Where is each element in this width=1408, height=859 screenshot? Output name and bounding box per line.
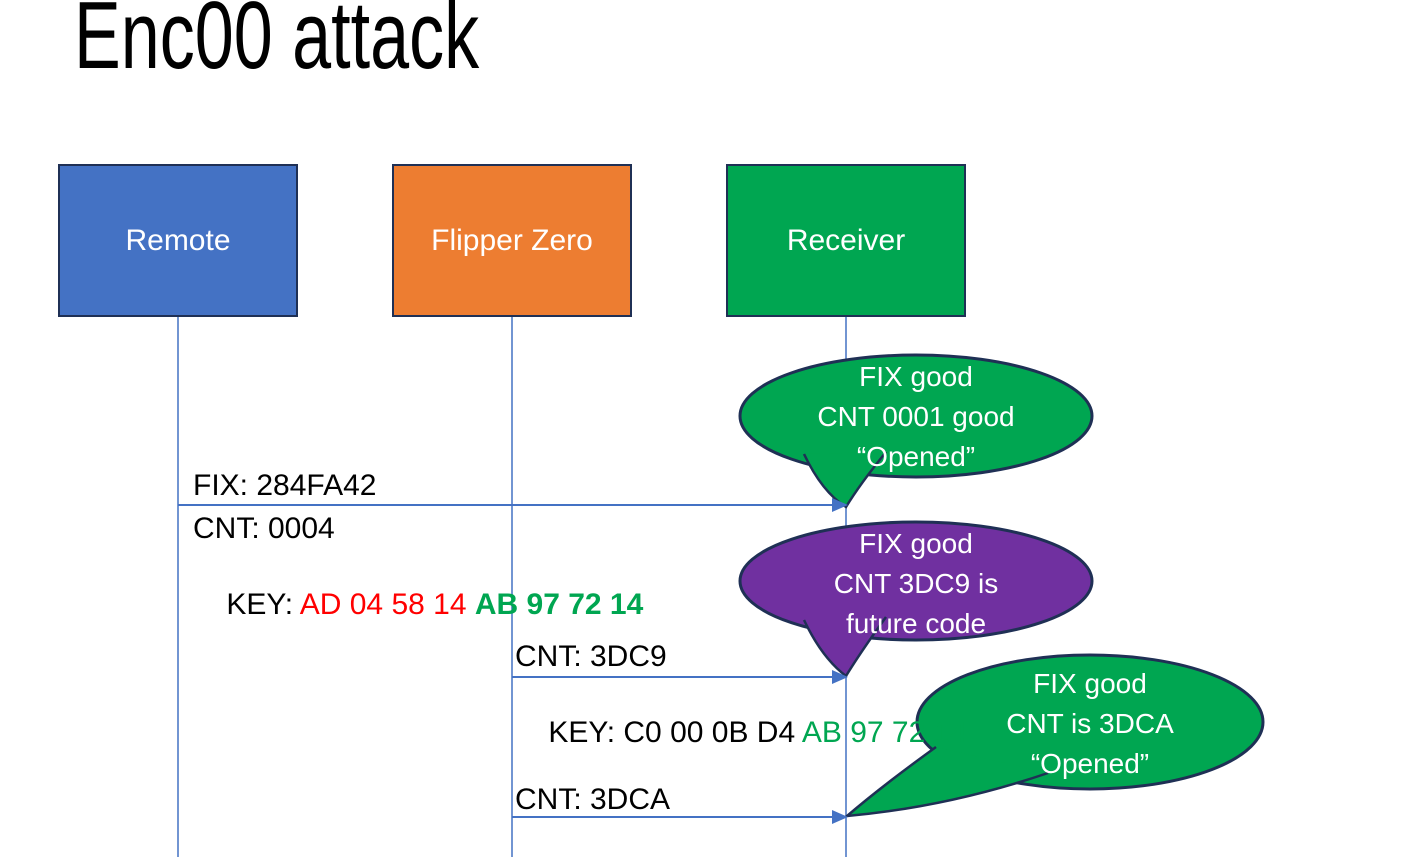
callout-tail-3 <box>843 745 1049 818</box>
callout-text-opened-2: FIX good CNT is 3DCA “Opened” <box>915 664 1265 784</box>
actor-box-receiver: Receiver <box>726 164 966 317</box>
callout-line: FIX good <box>1033 668 1147 699</box>
key-fixed-part: AB 97 72 14 <box>801 716 967 749</box>
callout-line: CNT 0001 good <box>817 401 1015 432</box>
message-cnt-3dca: CNT: 3DCA <box>515 783 671 816</box>
arrowhead-flipper-to-receiver-2 <box>832 810 848 824</box>
callout-line: “Opened” <box>856 441 976 472</box>
actor-box-flipper-zero: Flipper Zero <box>392 164 632 317</box>
message-key-flipper-2: KEY: C0 02 8A 33 AB 97 72 14 <box>515 817 960 859</box>
actor-label-remote: Remote <box>125 223 231 257</box>
actor-box-remote: Remote <box>58 164 298 317</box>
key-label: KEY: C0 02 8A 33 <box>548 857 795 859</box>
callout-line: CNT 3DC9 is <box>833 568 999 599</box>
callout-bubble-future-code <box>738 520 1094 642</box>
message-key-remote: KEY: AD 04 58 14 AB 97 72 14 <box>193 548 643 662</box>
callout-tail-2 <box>802 616 888 678</box>
callout-line: FIX good <box>859 361 973 392</box>
callout-bubble-opened-2 <box>915 653 1265 791</box>
key-fixed-part: AB 97 72 14 <box>474 588 644 621</box>
callout-line: CNT is 3DCA <box>1006 708 1174 739</box>
callout-bubble-opened-1 <box>738 353 1094 479</box>
message-fix-value: FIX: 284FA42 <box>193 469 377 502</box>
key-label: KEY: C0 00 0B D4 <box>548 716 802 749</box>
arrowhead-flipper-to-receiver-1 <box>832 670 848 684</box>
callout-tail-1 <box>802 451 887 509</box>
key-label: KEY: <box>226 588 300 621</box>
key-fixed-part: AB 97 72 14 <box>795 857 960 859</box>
callout-line: FIX good <box>859 528 973 559</box>
actor-label-receiver: Receiver <box>786 223 906 257</box>
arrowhead-remote-to-receiver <box>832 498 848 512</box>
callout-line: “Opened” <box>1030 748 1150 779</box>
callout-text-opened-1: FIX good CNT 0001 good “Opened” <box>741 357 1091 477</box>
actor-label-flipper-zero: Flipper Zero <box>431 223 593 257</box>
callout-text-future-code: FIX good CNT 3DC9 is future code <box>741 524 1091 644</box>
slide-title: Enc00 attack <box>74 0 480 89</box>
message-cnt-0004: CNT: 0004 <box>193 512 335 545</box>
message-cnt-3dc9: CNT: 3DC9 <box>515 640 667 673</box>
key-changing-part: AD 04 58 14 <box>299 588 475 621</box>
message-key-flipper-1: KEY: C0 00 0B D4 AB 97 72 14 <box>515 676 967 790</box>
callout-line: future code <box>845 608 987 639</box>
